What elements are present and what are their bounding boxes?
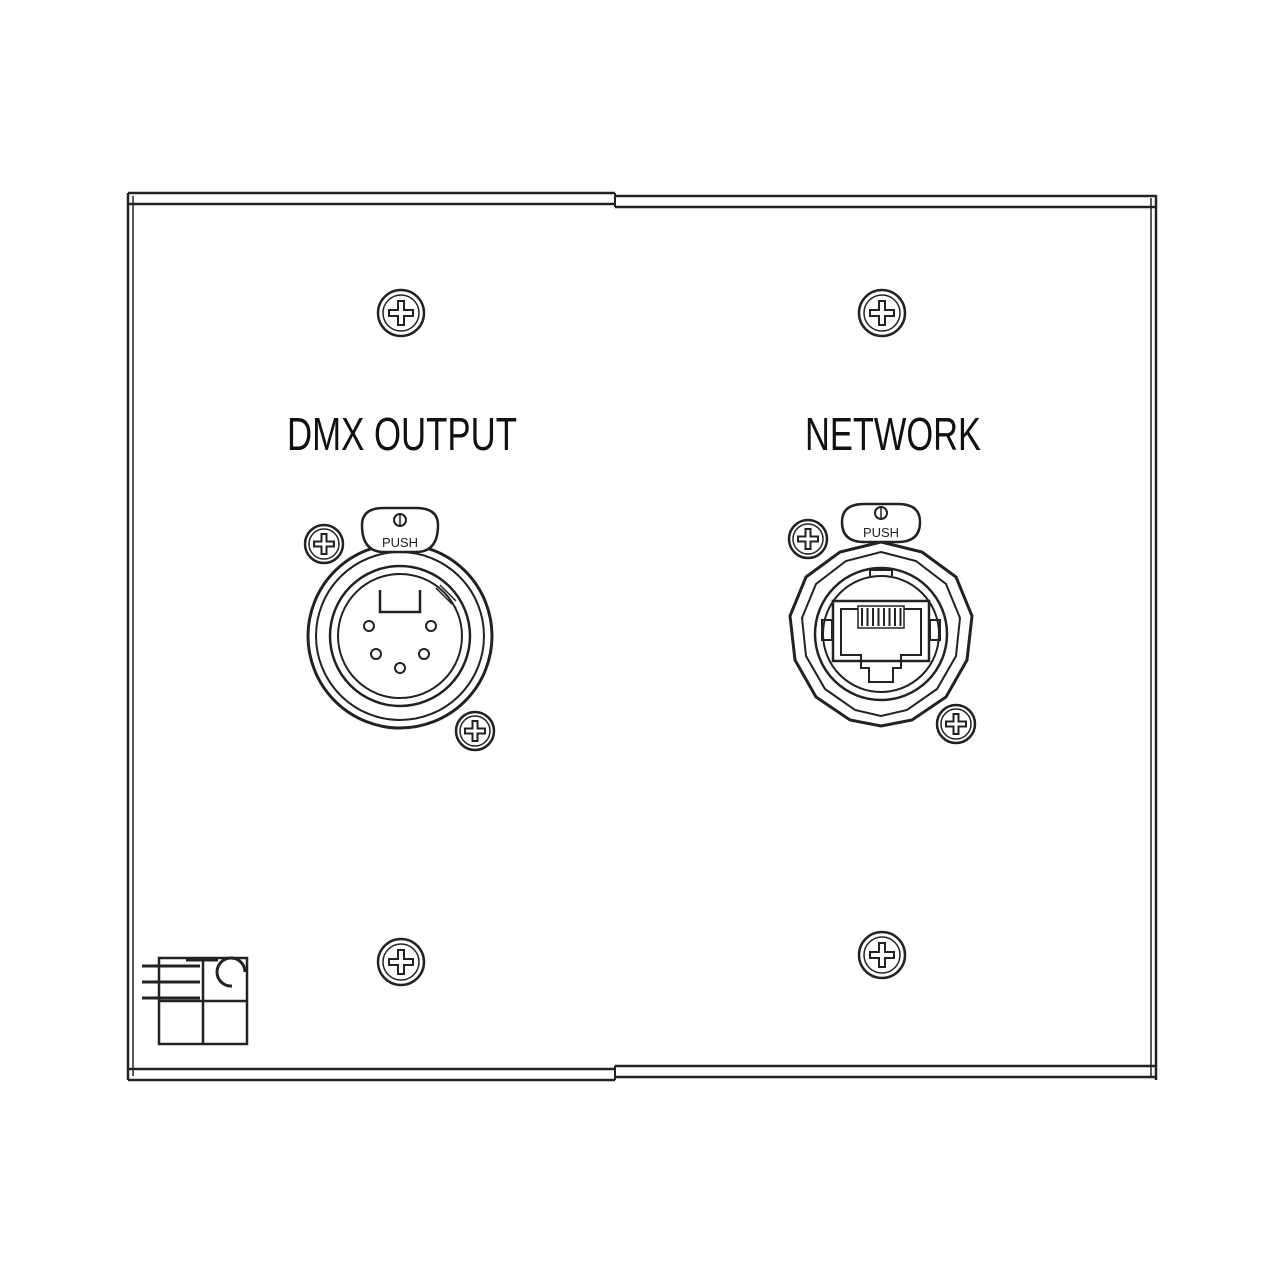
rj45-ethercon-connector-icon xyxy=(788,502,974,728)
mounting-screw-bottom-right-icon xyxy=(857,930,907,980)
mounting-screw-bottom-left-icon xyxy=(376,937,426,987)
rj45-flange-screw-bottom-icon xyxy=(935,703,977,745)
xlr-5pin-female-connector-icon xyxy=(306,506,494,730)
wall-plate-outline xyxy=(126,191,1158,1082)
rj45-flange-screw-top-icon xyxy=(787,518,829,560)
xlr-flange-screw-top-icon xyxy=(303,523,345,565)
mounting-screw-top-left-icon xyxy=(376,288,426,338)
dmx-output-label: DMX OUTPUT xyxy=(287,408,517,460)
etc-logo-icon xyxy=(142,956,249,1046)
xlr-push-label: PUSH xyxy=(382,535,418,550)
rj45-push-label: PUSH xyxy=(863,525,899,540)
network-label: NETWORK xyxy=(805,408,981,460)
mounting-screw-top-right-icon xyxy=(857,288,907,338)
xlr-flange-screw-bottom-icon xyxy=(454,710,496,752)
